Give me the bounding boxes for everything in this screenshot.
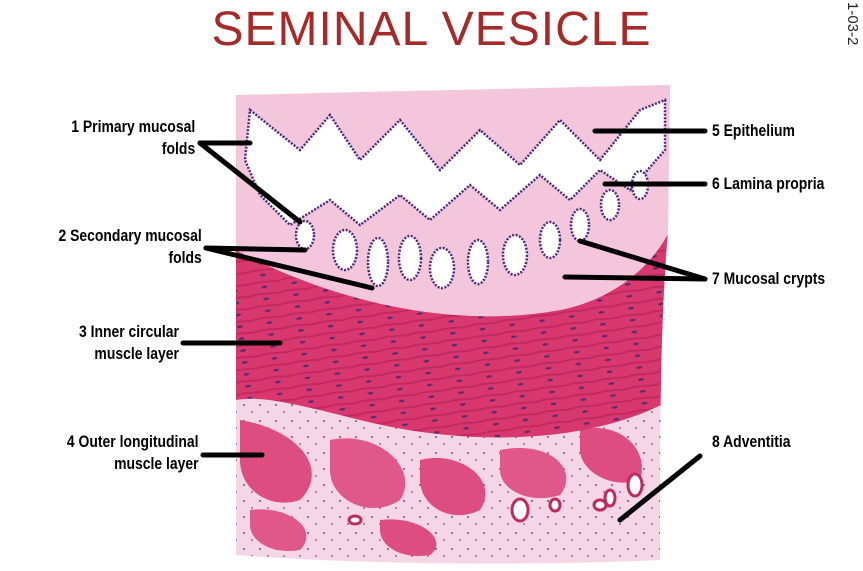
label-secondary-mucosal-folds: 2 Secondary mucosal folds [59, 225, 202, 269]
label-outer-line1: 4 Outer longitudinal [67, 431, 199, 453]
label-mucosal-crypts: 7 Mucosal crypts [712, 268, 825, 290]
label-inner-line2: muscle layer [79, 343, 179, 365]
leader-crypts-b [565, 277, 705, 279]
label-inner-circular-muscle: 3 Inner circular muscle layer [79, 321, 179, 365]
tissue-section [230, 80, 680, 570]
label-secondary-line1: 2 Secondary mucosal [59, 225, 202, 247]
label-epithelium: 5 Epithelium [712, 120, 795, 142]
label-outer-longitudinal-muscle: 4 Outer longitudinal muscle layer [67, 431, 199, 475]
label-lamina-propria: 6 Lamina propria [712, 173, 824, 195]
label-outer-line2: muscle layer [67, 453, 199, 475]
label-primary-line2: folds [71, 138, 195, 160]
label-inner-line1: 3 Inner circular [79, 321, 179, 343]
label-adventitia: 8 Adventitia [712, 431, 791, 453]
label-primary-line1: 1 Primary mucosal [71, 116, 195, 138]
label-secondary-line2: folds [59, 247, 202, 269]
label-primary-mucosal-folds: 1 Primary mucosal folds [71, 116, 195, 160]
